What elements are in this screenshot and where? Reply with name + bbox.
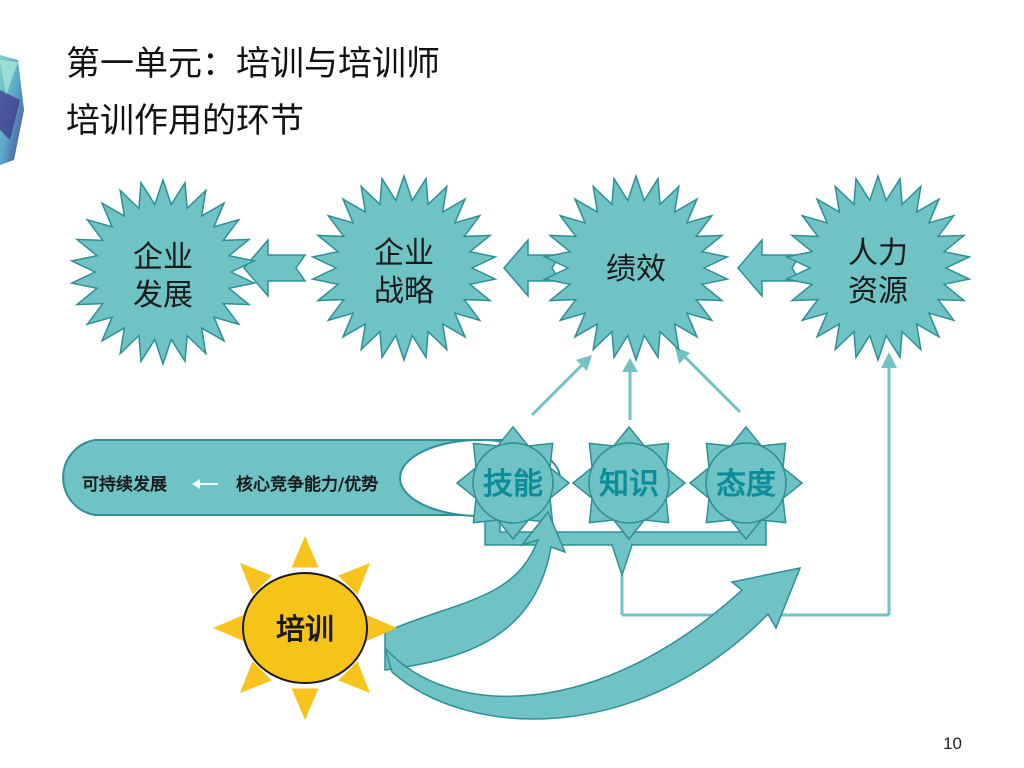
sun-core xyxy=(242,572,368,684)
top-node-label: 企业 xyxy=(133,240,193,275)
sun-ray xyxy=(338,562,371,595)
sun-ray xyxy=(239,562,272,595)
top-node-label: 绩效 xyxy=(606,252,666,287)
crystal-shard-icon xyxy=(0,55,24,165)
top-node-label: 战略 xyxy=(374,274,434,309)
left-arrow-icon xyxy=(192,479,218,489)
training-sun: 培训 xyxy=(213,536,397,720)
top-node-2: 绩效 xyxy=(542,173,730,363)
core-competitiveness-label: 核心竞争能力/优势 xyxy=(236,474,378,495)
sun-ray xyxy=(291,688,319,720)
training-arrow-to-skill xyxy=(384,510,567,671)
factor-node-0: 技能 xyxy=(455,425,571,541)
factor-label: 技能 xyxy=(483,467,543,502)
slide-title: 第一单元：培训与培训师 xyxy=(66,44,440,84)
factor-to-performance-arrows xyxy=(530,352,742,420)
sustainable-development-label: 可持续发展 xyxy=(82,474,167,495)
top-node-label: 企业 xyxy=(374,236,434,271)
top-node-label: 人力 xyxy=(848,236,908,271)
sun-ray xyxy=(365,614,397,642)
sun-ray xyxy=(213,614,245,642)
factor-label: 态度 xyxy=(716,467,776,502)
top-node-label: 资源 xyxy=(848,274,908,309)
page-number: 10 xyxy=(943,734,962,753)
flow-arrows xyxy=(243,237,802,299)
top-node-label: 发展 xyxy=(133,278,193,313)
training-arrow-to-attitude xyxy=(384,566,802,720)
sun-ray xyxy=(291,536,319,568)
factor-label: 知识 xyxy=(599,467,659,502)
sun-ray xyxy=(338,661,371,694)
factor-arrowheads xyxy=(576,347,690,372)
sun-ray xyxy=(239,661,272,694)
factor-node-1: 知识 xyxy=(571,425,687,541)
factor-node-2: 态度 xyxy=(688,425,804,541)
slide-subtitle: 培训作用的环节 xyxy=(66,101,304,141)
training-label: 培训 xyxy=(276,612,334,646)
hr-arrowhead xyxy=(881,352,897,368)
